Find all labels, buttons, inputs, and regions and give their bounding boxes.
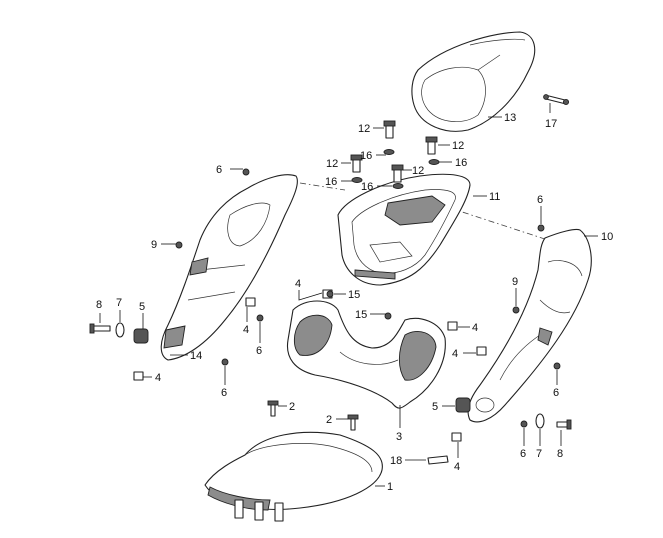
callout-5: 5 — [139, 301, 145, 313]
callout-16: 16 — [455, 157, 467, 169]
inner-panel-part — [286, 300, 446, 409]
callout-7: 7 — [536, 448, 542, 460]
fasteners — [89, 120, 572, 442]
callout-4: 4 — [295, 278, 301, 290]
callout-16: 16 — [361, 181, 373, 193]
callout-9: 9 — [151, 239, 157, 251]
callout-1: 1 — [387, 481, 393, 493]
callout-3: 3 — [396, 431, 402, 443]
callout-13: 13 — [504, 112, 516, 124]
seat-cowl-part — [411, 31, 536, 132]
callout-10: 10 — [601, 231, 613, 243]
callout-16: 16 — [360, 150, 372, 162]
callout-4: 4 — [243, 324, 249, 336]
callout-12: 12 — [452, 140, 464, 152]
callout-15: 15 — [355, 309, 367, 321]
callout-6: 6 — [256, 345, 262, 357]
callout-11: 11 — [489, 191, 500, 203]
callout-14: 14 — [190, 350, 202, 362]
tail-frame-part — [337, 173, 471, 286]
callout-12: 12 — [412, 165, 424, 177]
callout-2: 2 — [326, 414, 332, 426]
right-side-cover-part — [467, 228, 592, 423]
seat-part — [204, 431, 383, 522]
callout-2: 2 — [289, 401, 295, 413]
callout-16: 16 — [325, 176, 337, 188]
callout-6: 6 — [520, 448, 526, 460]
callout-5: 5 — [432, 401, 438, 413]
callout-12: 12 — [358, 123, 370, 135]
callout-4: 4 — [155, 372, 161, 384]
callout-8: 8 — [557, 448, 563, 460]
callout-8: 8 — [96, 299, 102, 311]
callout-6: 6 — [553, 387, 559, 399]
callout-4: 4 — [472, 322, 478, 334]
callout-6: 6 — [216, 164, 222, 176]
callout-15: 15 — [348, 289, 360, 301]
left-side-cover-part — [160, 174, 298, 361]
callout-4: 4 — [454, 461, 460, 473]
tag-part — [427, 455, 449, 465]
callout-6: 6 — [537, 194, 543, 206]
alignment-lines — [299, 182, 549, 241]
callout-17: 17 — [545, 118, 557, 130]
callout-labels: 13 17 12 12 12 12 16 16 16 16 11 10 6 6 … — [96, 112, 613, 493]
leader-lines — [99, 103, 598, 487]
rod-part — [543, 94, 570, 106]
callout-7: 7 — [116, 297, 122, 309]
callout-12: 12 — [326, 158, 338, 170]
callout-4: 4 — [452, 348, 458, 360]
callout-9: 9 — [512, 276, 518, 288]
callout-6: 6 — [221, 387, 227, 399]
callout-18: 18 — [390, 455, 402, 467]
